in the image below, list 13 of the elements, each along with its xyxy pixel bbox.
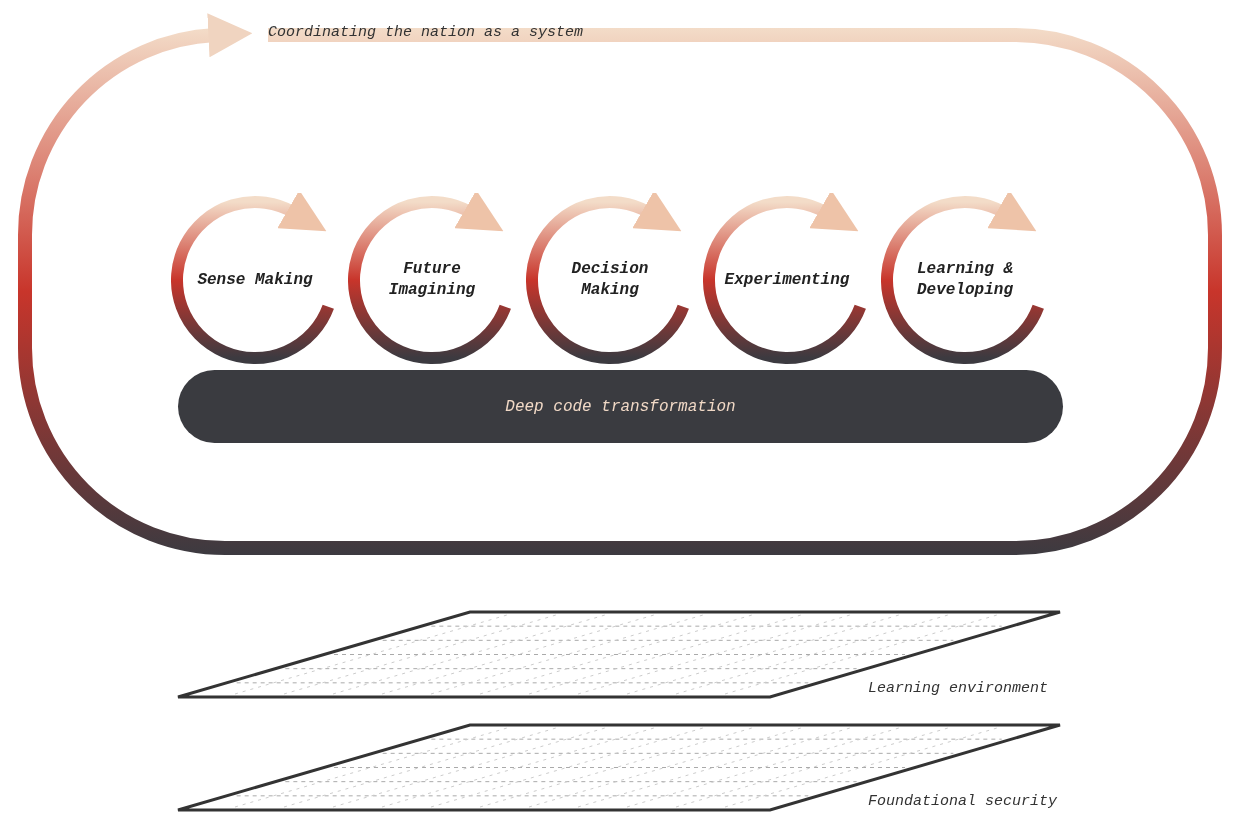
loop-label: Coordinating the nation as a system — [268, 24, 584, 41]
step-label: Sense Making — [196, 269, 314, 291]
layer-label: Foundational security — [868, 793, 1058, 810]
step-label: Learning & Developing — [916, 259, 1014, 301]
layer-label: Learning environment — [868, 680, 1049, 697]
cycle-node — [526, 193, 692, 365]
step-label: Future Imagining — [387, 259, 477, 301]
cycle-node — [881, 193, 1047, 365]
foundation-bar: Deep code transformation — [178, 370, 1063, 443]
step-label: Decision Making — [570, 259, 650, 301]
cycle-node — [348, 193, 514, 365]
cycle-node — [171, 193, 337, 365]
cycle-node — [703, 193, 869, 365]
